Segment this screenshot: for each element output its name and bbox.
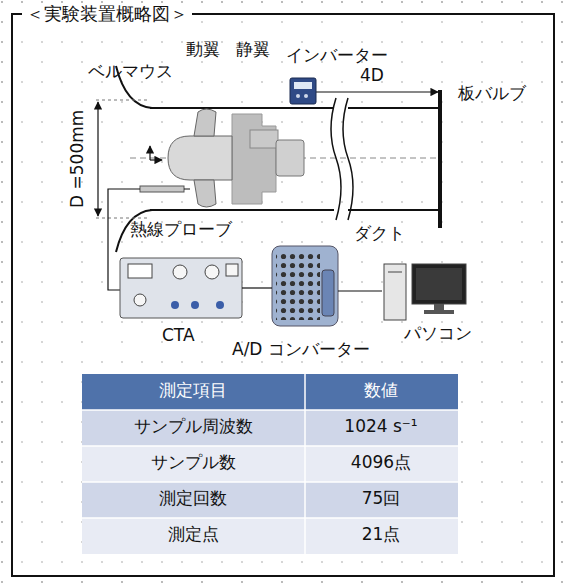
table-header: 数値 <box>364 381 398 401</box>
table-cell: 75回 <box>362 489 401 509</box>
table-cell: 測定回数 <box>159 489 227 509</box>
table-cell: 4096点 <box>351 453 411 473</box>
table-cell: 1024 s⁻¹ <box>344 417 417 437</box>
part-label: インバーター <box>286 46 388 66</box>
part-label: 板バルブ <box>458 84 526 104</box>
part-label: ダクト <box>354 224 405 244</box>
table-cell: サンプル周波数 <box>134 417 253 437</box>
dimension-label: D =500mm <box>68 110 88 208</box>
table-cell: 21点 <box>362 525 401 545</box>
node-caption: CTA <box>162 326 195 346</box>
diagram-title: ＜実験装置概略図＞ <box>22 4 192 25</box>
dimension-label: 4D <box>360 66 384 86</box>
node-caption: パソコン <box>404 324 472 344</box>
table-cell: サンプル数 <box>151 453 236 473</box>
part-label: 熱線プローブ <box>130 220 232 240</box>
ad-converter: A/D コンバーター <box>272 246 338 326</box>
cta-unit: CTA <box>120 258 242 318</box>
part-label: 動翼 <box>186 40 220 60</box>
signal-cable <box>242 287 272 288</box>
node-caption: A/D コンバーター <box>232 340 370 360</box>
part-label: 静翼 <box>236 40 270 60</box>
signal-cable <box>338 290 382 291</box>
table-header: 測定項目 <box>159 381 227 401</box>
personal-computer: パソコン <box>382 262 468 320</box>
table-cell: 測定点 <box>168 525 219 545</box>
part-label: ベルマウス <box>88 62 173 82</box>
